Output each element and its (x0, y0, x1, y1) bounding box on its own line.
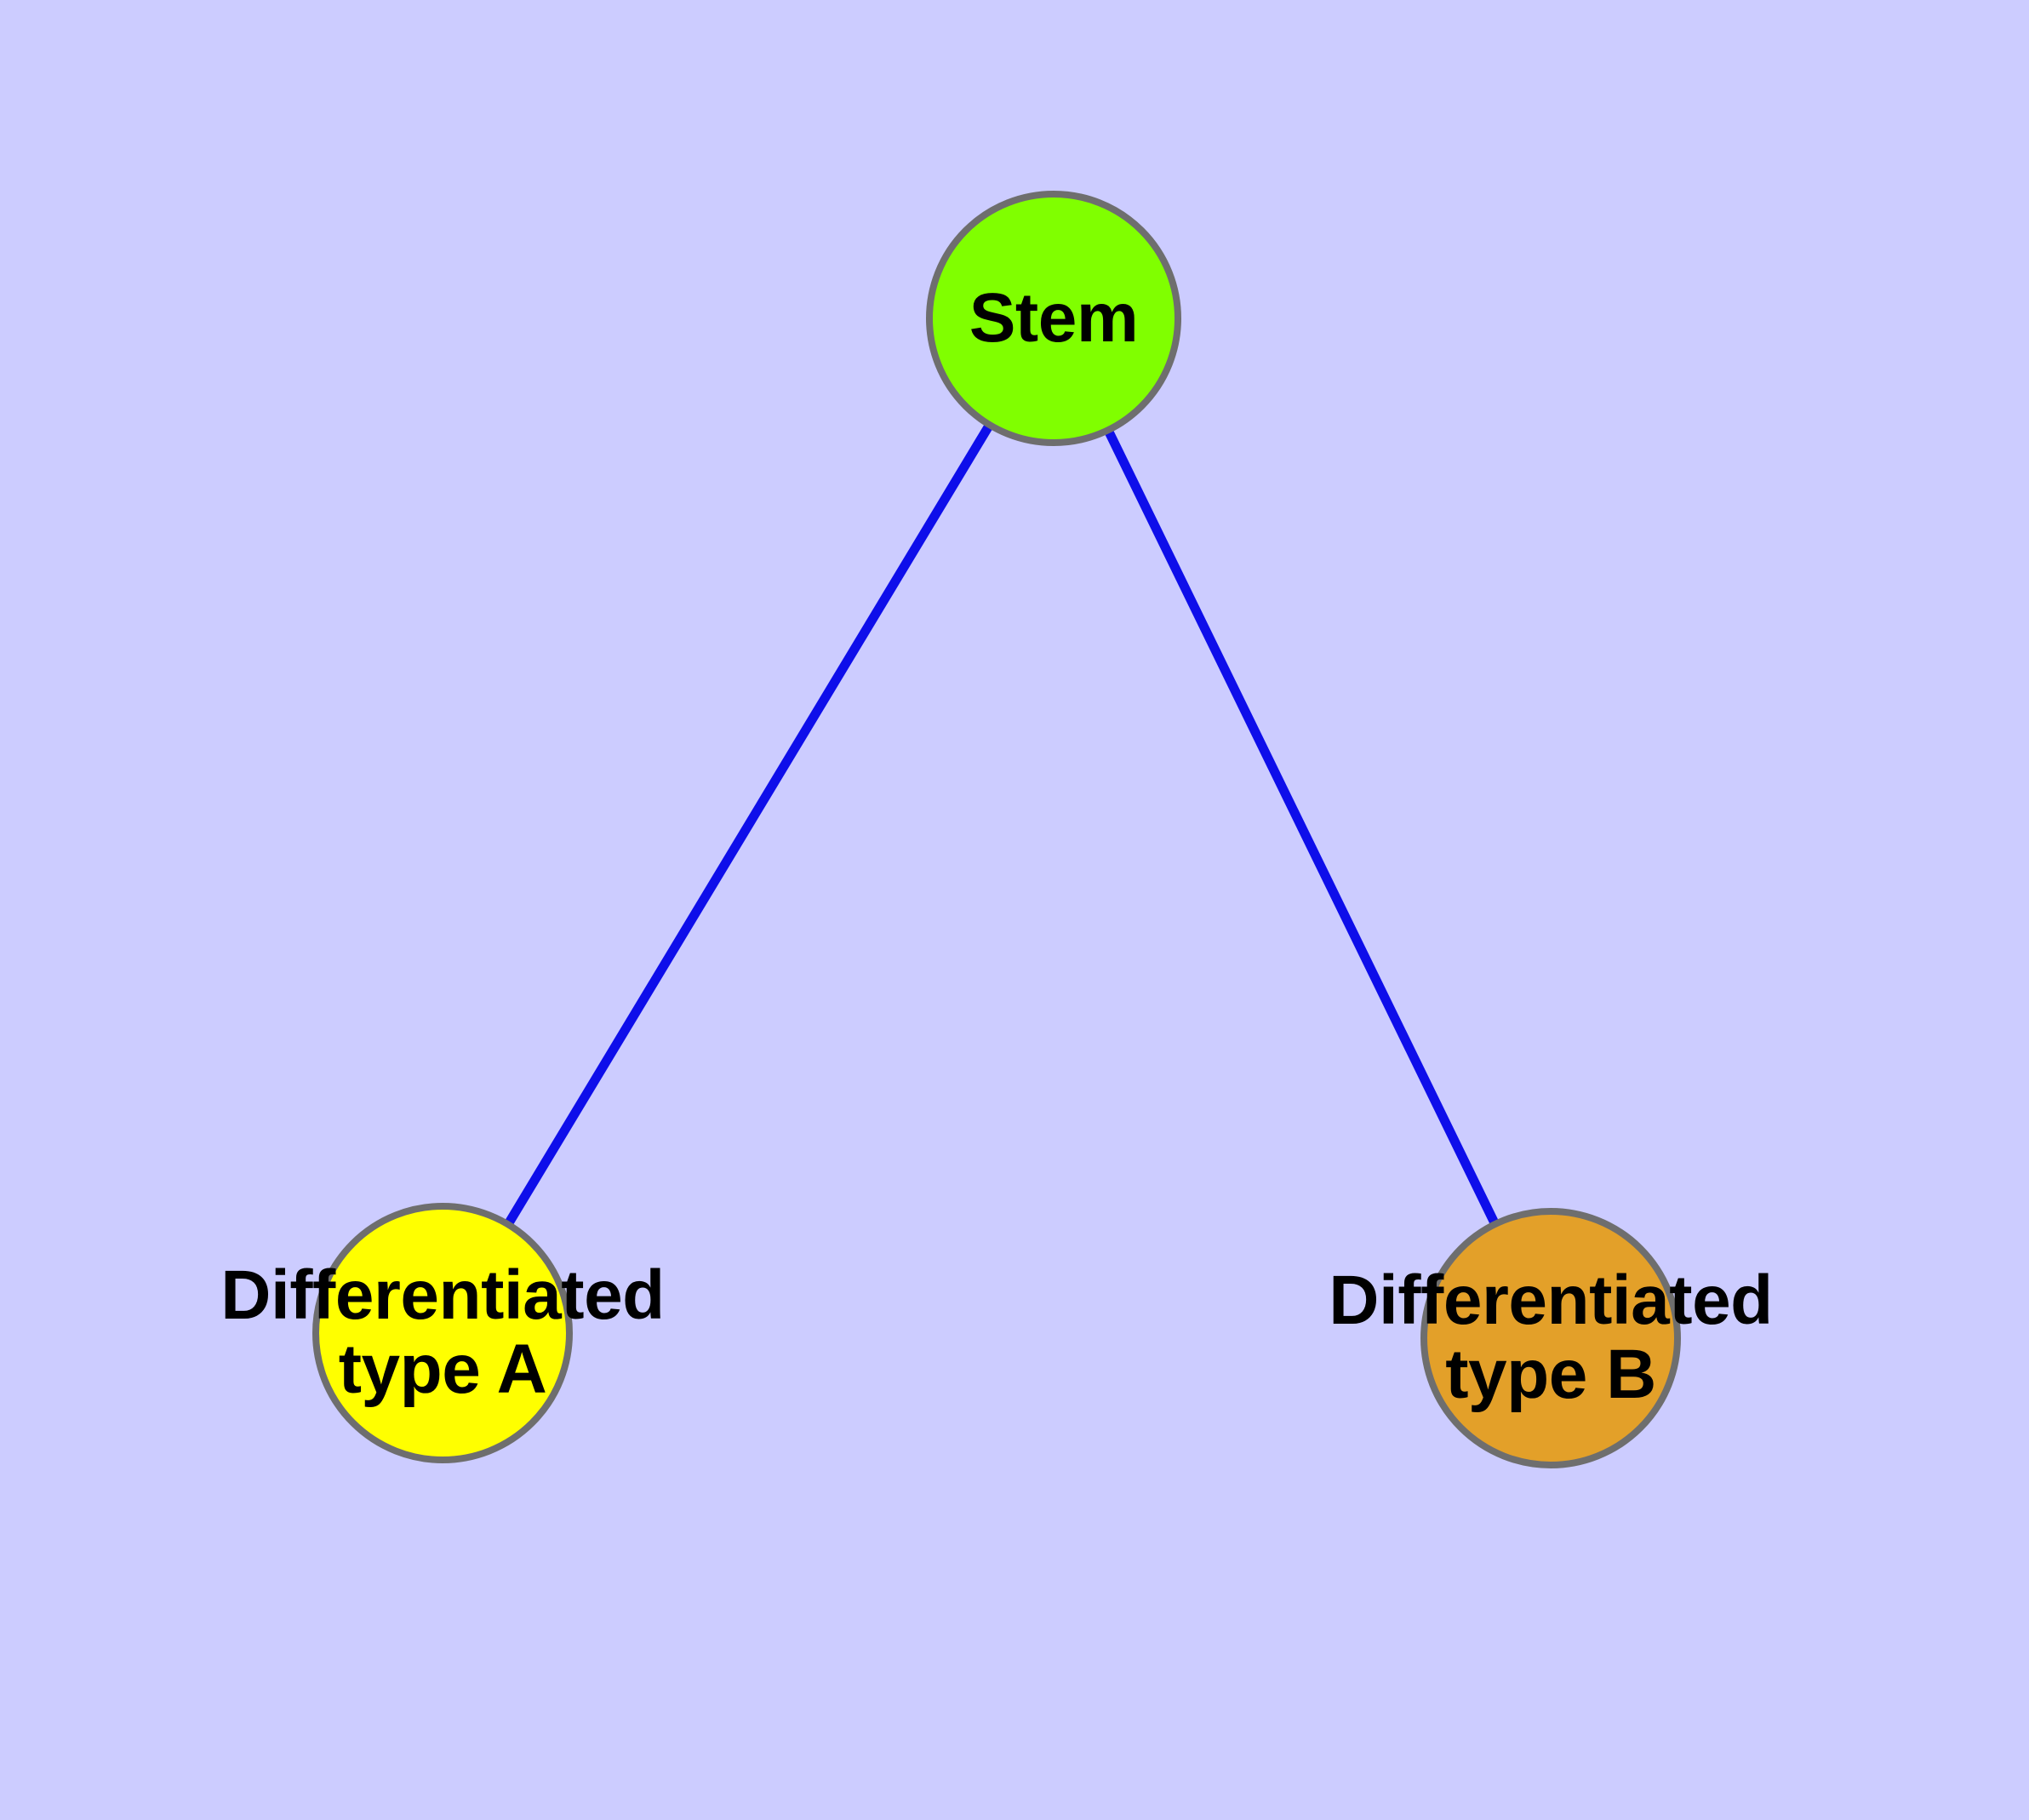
edge-stem-to-differentiated-type-b (1049, 316, 1555, 1341)
node-stem-label: Stem (969, 278, 1139, 357)
node-stem[interactable]: Stem (926, 191, 1181, 446)
node-stem-circle (926, 191, 1181, 446)
node-differentiated-type-b-circle (1420, 1208, 1681, 1468)
node-differentiated-type-a-circle (312, 1203, 573, 1463)
edge-stem-to-differentiated-type-a (438, 316, 1058, 1336)
